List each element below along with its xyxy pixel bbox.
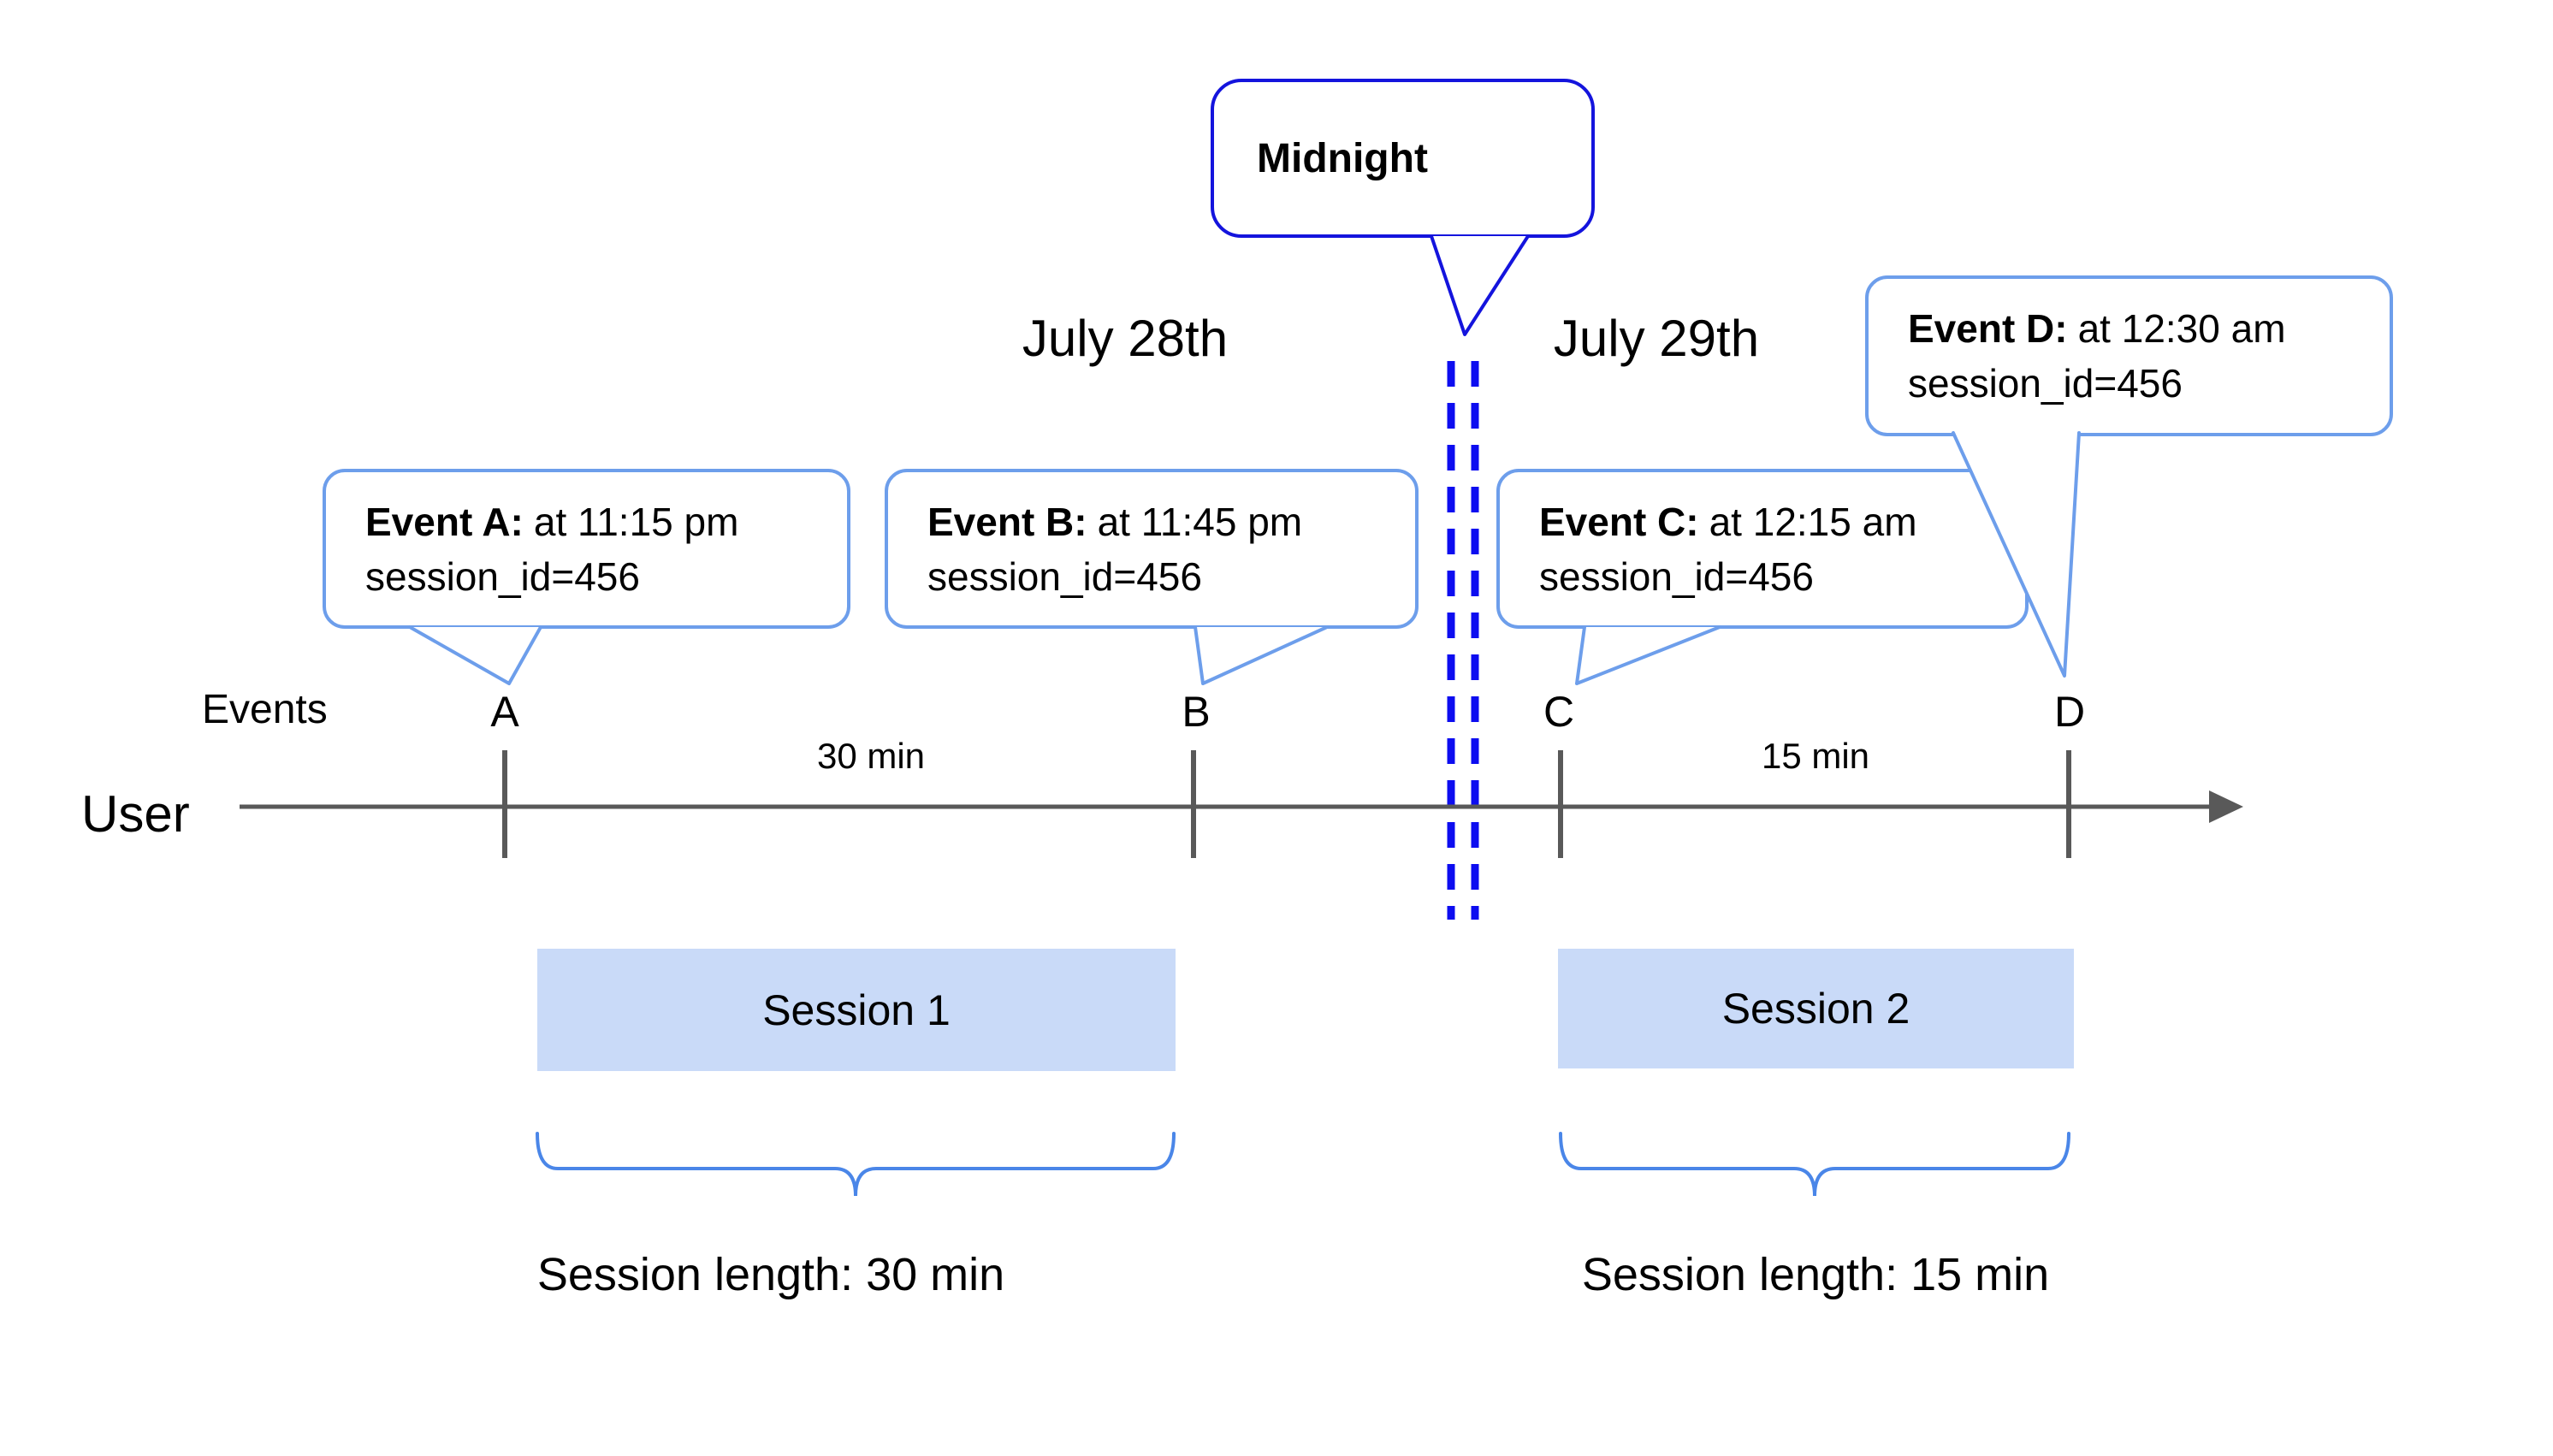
event-a-session: session_id=456 xyxy=(365,553,640,599)
event-b-bubble: Event B:at 11:45 pm session_id=456 xyxy=(885,469,1419,629)
session-1-length-label: Session length: 30 min xyxy=(536,1249,1005,1300)
session-2-label: Session 2 xyxy=(1721,985,1910,1033)
events-axis-label: Events xyxy=(202,687,328,732)
gap-label-30min: 30 min xyxy=(816,736,926,776)
tick-label-c: C xyxy=(1543,688,1575,736)
event-c-time: at 12:15 am xyxy=(1709,499,1917,544)
tick-label-d: D xyxy=(2053,688,2086,736)
session-2-brace xyxy=(1559,1132,2070,1197)
session-2-length-label: Session length: 15 min xyxy=(1581,1249,2050,1300)
event-a-bubble-tail xyxy=(408,625,542,685)
event-d-line1: Event D:at 12:30 am xyxy=(1908,301,2390,356)
event-b-session: session_id=456 xyxy=(927,553,1202,599)
midnight-bubble: Midnight xyxy=(1211,79,1595,238)
event-d-time: at 12:30 am xyxy=(2077,306,2286,351)
event-d-title: Event D: xyxy=(1908,306,2068,351)
tick-label-a: A xyxy=(490,688,519,736)
midnight-label: Midnight xyxy=(1257,135,1428,181)
tick-label-b: B xyxy=(1182,688,1211,736)
event-a-title: Event A: xyxy=(365,499,524,544)
event-c-title: Event C: xyxy=(1539,499,1699,544)
session-2-box: Session 2 xyxy=(1558,949,2074,1068)
user-axis-label: User xyxy=(81,785,190,843)
event-c-session: session_id=456 xyxy=(1539,553,1814,599)
event-d-session: session_id=456 xyxy=(1908,361,2183,405)
session-1-brace xyxy=(536,1132,1176,1197)
event-b-bubble-tail xyxy=(1194,625,1329,685)
gap-label-15min: 15 min xyxy=(1761,736,1870,776)
session-1-label: Session 1 xyxy=(762,985,951,1034)
session-1-box: Session 1 xyxy=(537,949,1176,1071)
event-a-time: at 11:15 pm xyxy=(533,499,739,544)
event-c-line1: Event C:at 12:15 am xyxy=(1539,494,2025,549)
midnight-bubble-tail xyxy=(1430,234,1530,336)
event-c-bubble-tail xyxy=(1575,625,1721,685)
event-c-bubble: Event C:at 12:15 am session_id=456 xyxy=(1496,469,2029,629)
timeline-arrowhead xyxy=(2209,790,2243,823)
event-b-line1: Event B:at 11:45 pm xyxy=(927,494,1415,549)
event-a-bubble: Event A:at 11:15 pm session_id=456 xyxy=(323,469,850,629)
event-b-title: Event B: xyxy=(927,499,1087,544)
event-b-time: at 11:45 pm xyxy=(1097,499,1303,544)
event-d-bubble: Event D:at 12:30 am session_id=456 xyxy=(1865,275,2393,436)
date-july-28: July 28th xyxy=(1022,310,1229,367)
event-a-line1: Event A:at 11:15 pm xyxy=(365,494,847,549)
date-july-29: July 29th xyxy=(1553,310,1760,367)
